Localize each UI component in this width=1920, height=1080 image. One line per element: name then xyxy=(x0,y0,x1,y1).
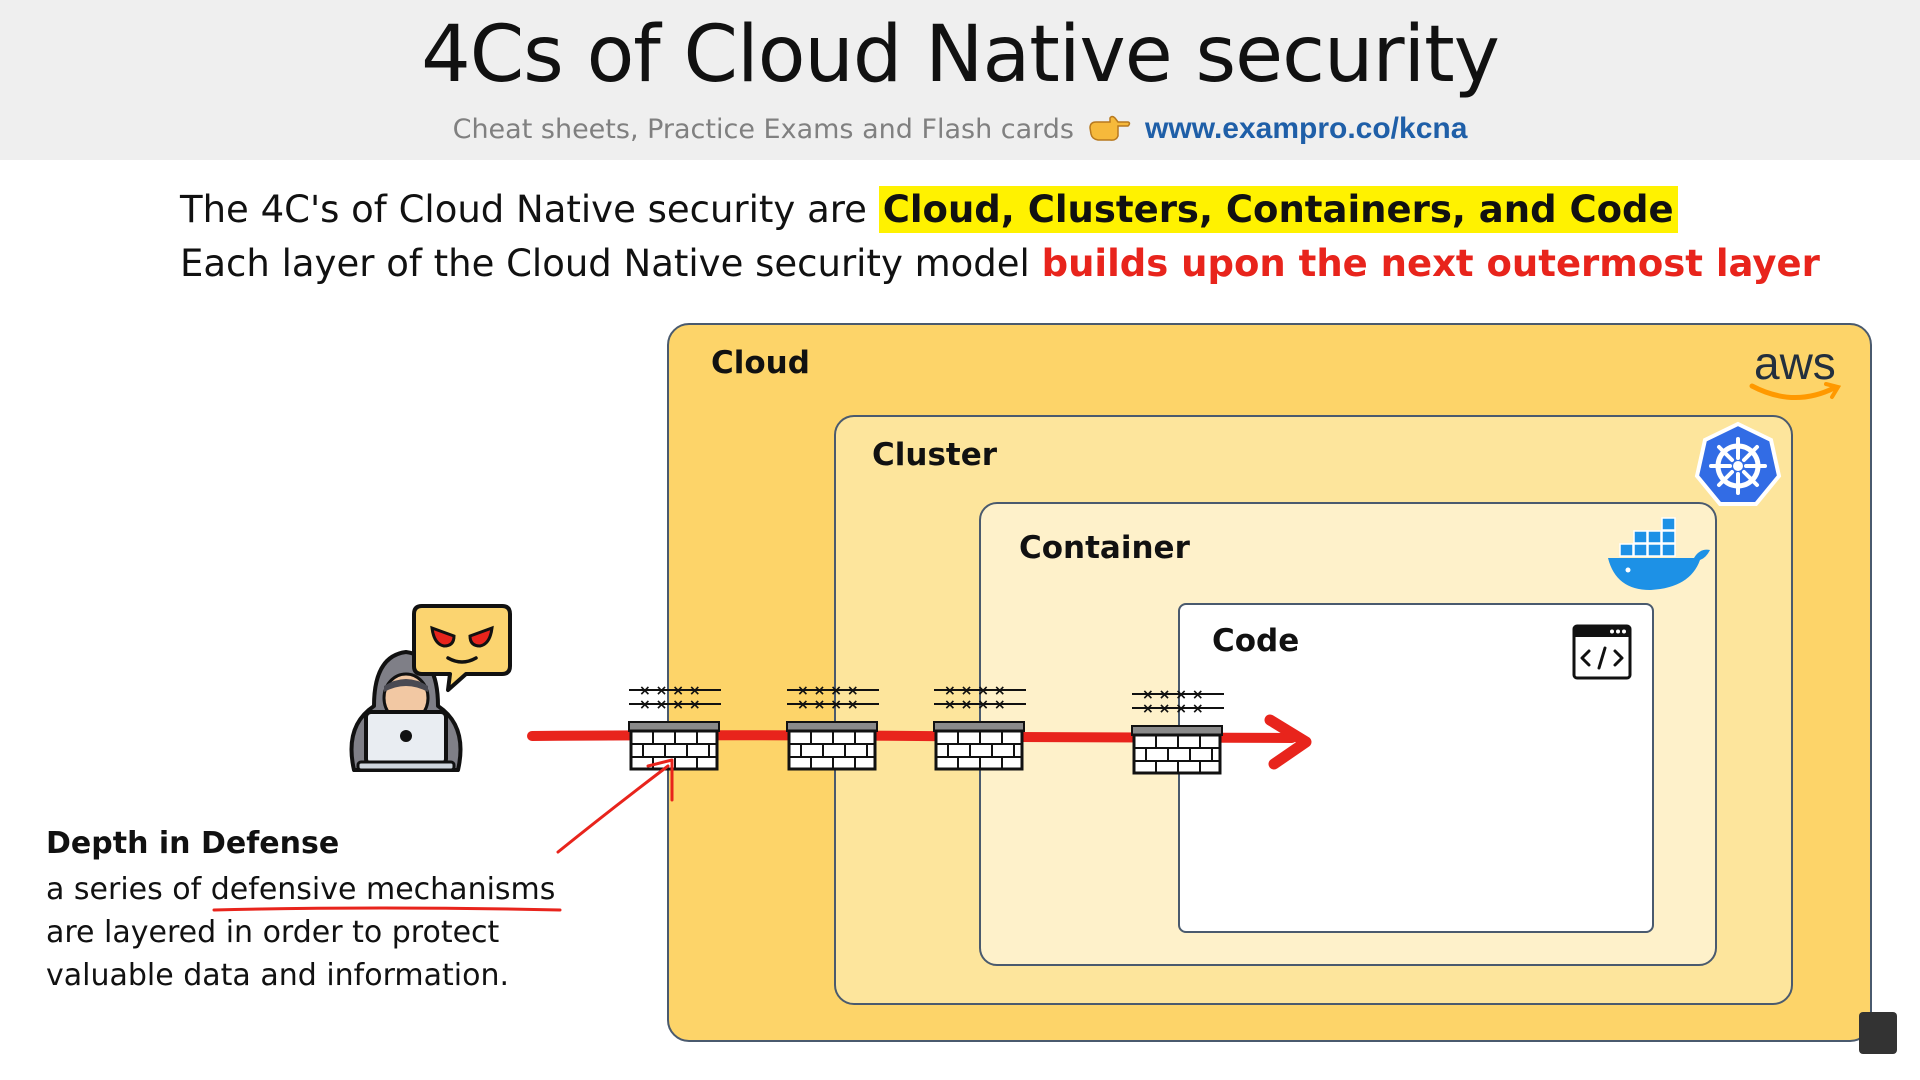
cluster-label: Cluster xyxy=(872,437,998,473)
svg-text:× × × ×: × × × × xyxy=(944,683,1006,699)
svg-text:× × × ×: × × × × xyxy=(1142,687,1204,703)
svg-text:× × × ×: × × × × xyxy=(797,697,859,713)
annotation-arrow xyxy=(556,764,670,854)
subtitle-row: Cheat sheets, Practice Exams and Flash c… xyxy=(0,112,1920,151)
outermost-layer-highlight: builds upon the next outermost layer xyxy=(1041,242,1820,285)
subtitle-text: Cheat sheets, Practice Exams and Flash c… xyxy=(452,114,1075,145)
intro-line-2: Each layer of the Cloud Native security … xyxy=(180,242,1820,285)
intro-line-1-prefix: The 4C's of Cloud Native security are xyxy=(180,188,879,231)
aws-logo-icon: aws xyxy=(1749,336,1842,400)
angry-speech-bubble-icon xyxy=(412,604,512,692)
svg-text:× × × ×: × × × × xyxy=(797,683,859,699)
firewall-icon: × × × ×× × × × xyxy=(1131,687,1224,775)
container-label: Container xyxy=(1019,530,1190,566)
header-banner: 4Cs of Cloud Native security Cheat sheet… xyxy=(0,0,1920,160)
exampro-link[interactable]: www.exampro.co/kcna xyxy=(1145,112,1468,145)
code-label: Code xyxy=(1212,623,1300,659)
docker-icon xyxy=(1608,517,1710,590)
page-title: 4Cs of Cloud Native security xyxy=(421,10,1500,100)
four-cs-highlight: Cloud, Clusters, Containers, and Code xyxy=(878,186,1678,233)
firewall-icon: × × × ×× × × × xyxy=(933,683,1026,771)
svg-text:× × × ×: × × × × xyxy=(639,697,701,713)
firewall-icon: × × × ×× × × × xyxy=(628,683,721,771)
depth-in-defense-description: a series of defensive mechanisms are lay… xyxy=(46,872,556,993)
firewall-icon: × × × ×× × × × xyxy=(786,683,879,771)
svg-text:× × × ×: × × × × xyxy=(1142,701,1204,717)
svg-text:× × × ×: × × × × xyxy=(639,683,701,699)
attack-arrowhead xyxy=(1264,714,1312,770)
annotation-arrowhead xyxy=(646,758,674,802)
pointing-hand-icon xyxy=(1088,114,1132,151)
depth-in-defense-title: Depth in Defense xyxy=(46,826,340,861)
svg-text:× × × ×: × × × × xyxy=(944,697,1006,713)
intro-line-1: The 4C's of Cloud Native security are Cl… xyxy=(180,186,1678,233)
hacker-icon xyxy=(349,650,463,772)
subscribe-badge-icon[interactable] xyxy=(1859,1012,1897,1054)
aws-logo-text: aws xyxy=(1754,337,1836,389)
intro-line-2-prefix: Each layer of the Cloud Native security … xyxy=(180,242,1042,285)
annotation-underline xyxy=(212,906,562,912)
code-window-icon xyxy=(1572,624,1632,680)
kubernetes-icon xyxy=(1694,421,1782,506)
cloud-label: Cloud xyxy=(711,345,810,381)
